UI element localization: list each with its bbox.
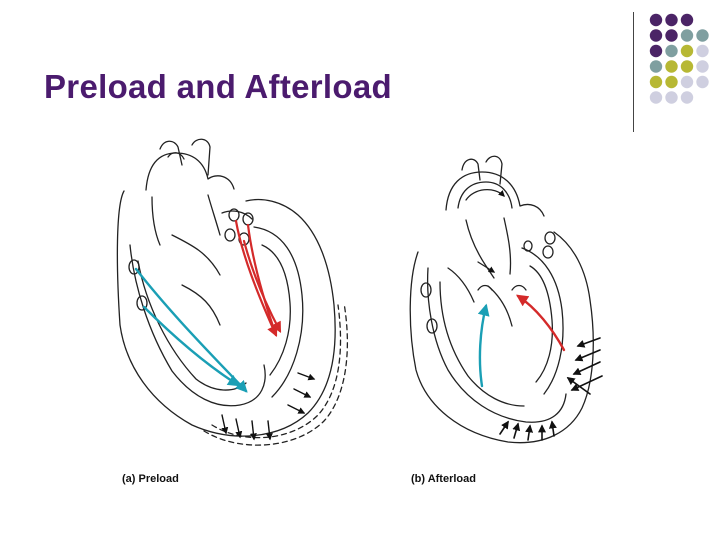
venous-return-arrows — [134, 267, 248, 393]
preload-heart-diagram — [116, 138, 348, 446]
title-divider-line — [633, 12, 634, 132]
decor-dot — [680, 29, 694, 42]
decor-dot — [649, 29, 663, 42]
decorative-dot-grid — [649, 13, 709, 104]
afterload-caption: (b) Afterload — [411, 473, 476, 485]
wall-stretch-arrows — [221, 372, 316, 441]
decor-dot — [665, 13, 678, 27]
heart-outline — [409, 155, 594, 444]
decor-dot — [680, 75, 694, 89]
decor-dot — [649, 60, 663, 73]
decor-dot — [680, 44, 694, 58]
preload-caption: (a) Preload — [122, 473, 179, 485]
decor-dot — [696, 60, 709, 73]
decor-dot — [680, 13, 694, 27]
decor-dot — [680, 91, 694, 104]
decor-dot — [665, 44, 678, 58]
decor-dot — [649, 75, 663, 89]
decor-dot — [665, 75, 678, 89]
decor-dot — [665, 60, 678, 73]
arterial-inflow-arrows — [234, 219, 282, 338]
decor-dot — [665, 29, 678, 42]
decor-dot — [696, 75, 709, 89]
decor-dot — [696, 29, 709, 42]
ventricular-ejection-arrows — [477, 294, 566, 388]
pressure-load-arrows — [499, 337, 603, 441]
decor-dot — [649, 91, 663, 104]
decor-dot — [665, 91, 678, 104]
decor-dot — [649, 13, 663, 27]
decor-dot — [696, 44, 709, 58]
decor-dot — [649, 44, 663, 58]
slide-title: Preload and Afterload — [44, 68, 392, 105]
decor-dot — [680, 60, 694, 73]
afterload-heart-diagram — [409, 155, 603, 444]
heart-outline — [116, 138, 348, 446]
